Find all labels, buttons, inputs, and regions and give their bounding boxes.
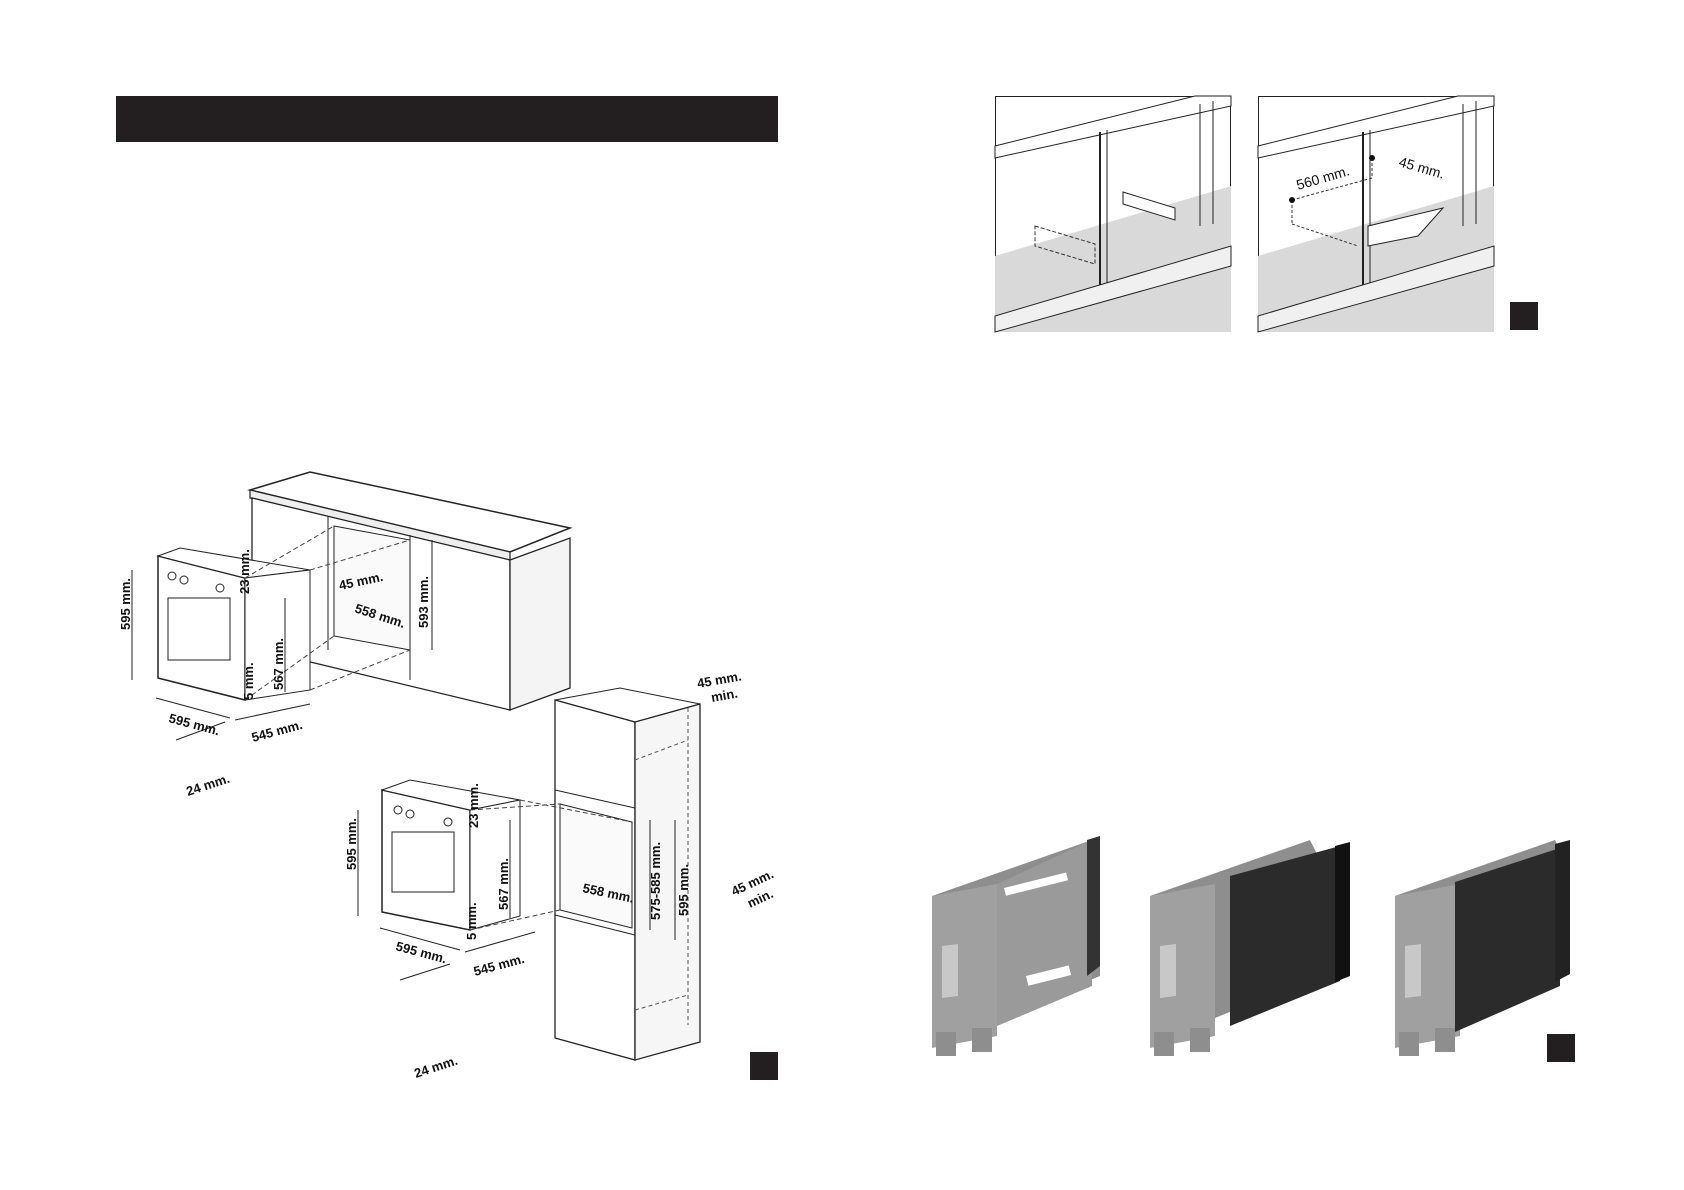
gap-top-label: 23 mm. (237, 549, 252, 594)
figure-number-box-bottom (1547, 1034, 1575, 1062)
bracket-illustration-2 (1150, 840, 1350, 1056)
oven-width-label: 595 mm. (167, 710, 221, 738)
cabinet-with-measure-illustration: 560 mm. 45 mm. (1257, 95, 1495, 333)
column-door-depth-label: 24 mm. (412, 1053, 459, 1081)
column-gap-bottom-label: 5 mm. (464, 902, 479, 940)
column-niche-height-label: 575-585 mm. (648, 842, 663, 920)
figure-number-box (750, 1052, 778, 1080)
gap-bottom-label: 5 mm. (241, 662, 256, 700)
figure-number-box-top (1510, 302, 1538, 330)
bracket-illustration-3 (1395, 840, 1570, 1056)
door-depth-label: 24 mm. (184, 771, 231, 799)
oven-height-label: 595 mm. (118, 578, 133, 630)
column-gap-top-label: 23 mm. (466, 783, 481, 828)
cabinet-with-rails-illustration (994, 95, 1232, 333)
column-oven-depth-label: 545 mm. (472, 951, 526, 979)
column-inner-height-label: 567 mm. (496, 858, 511, 910)
undercounter-installation-diagram: 595 mm. 595 mm. 545 mm. 24 mm. 23 mm. 5 … (118, 471, 573, 799)
niche-height-label: 593 mm. (416, 576, 431, 628)
rear-gap-top-min-label: min. (710, 686, 739, 705)
column-oven-width-label: 595 mm. (394, 938, 448, 966)
section-header-bar (116, 96, 778, 142)
column-height-label: 595 mm. (676, 864, 691, 916)
column-installation-diagram: 595 mm. 595 mm. 545 mm. 24 mm. 23 mm. 5 … (344, 668, 776, 1081)
oven-depth-label: 545 mm. (250, 717, 304, 745)
inner-height-label: 567 mm. (271, 638, 286, 690)
column-oven-height-label: 595 mm. (344, 818, 359, 870)
bracket-illustration-1 (932, 836, 1100, 1056)
